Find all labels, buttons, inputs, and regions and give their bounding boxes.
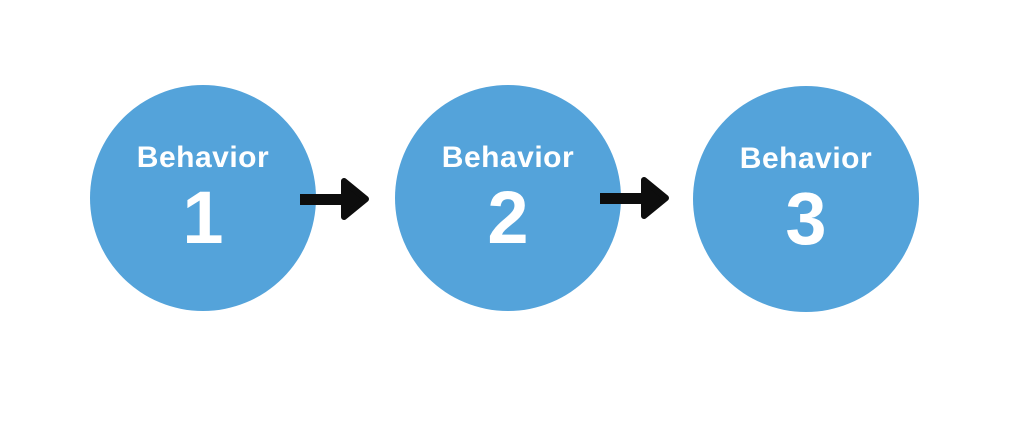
behavior-node-2: Behavior 2 xyxy=(395,85,621,311)
node-label: Behavior xyxy=(739,141,873,175)
arrow-right-icon xyxy=(300,178,369,220)
behavior-node-1: Behavior 1 xyxy=(90,85,316,311)
node-label: Behavior xyxy=(136,140,270,174)
arrow-right-icon xyxy=(600,177,669,219)
node-number: 1 xyxy=(182,175,224,259)
behavior-node-3: Behavior 3 xyxy=(693,86,919,312)
node-number: 3 xyxy=(785,176,827,260)
node-label: Behavior xyxy=(441,140,575,174)
node-number: 2 xyxy=(487,175,529,259)
